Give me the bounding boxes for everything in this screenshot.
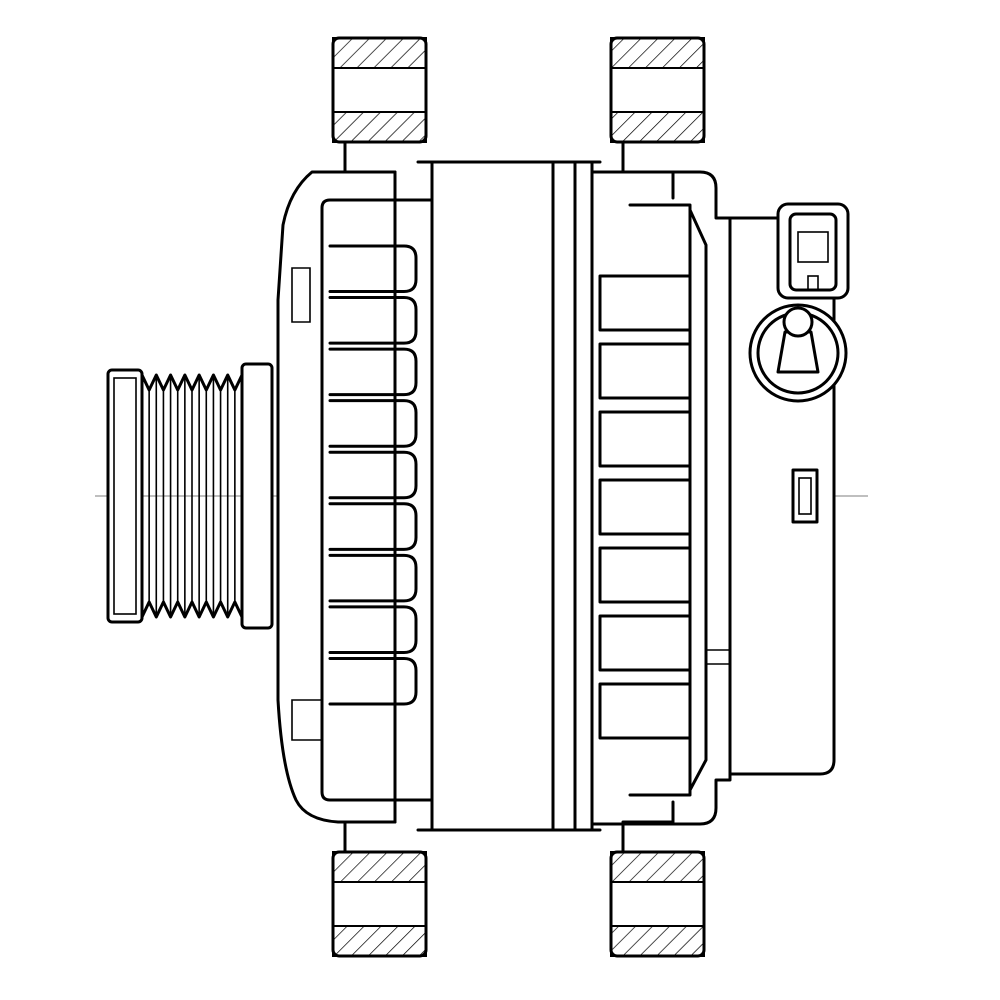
rear-window [598, 342, 692, 400]
front-fin-group [328, 244, 418, 706]
rear-window [598, 478, 692, 536]
connector-plug [776, 202, 850, 300]
rear-window [598, 682, 692, 740]
pulley [106, 362, 274, 630]
front-fin [328, 502, 418, 551]
front-fin [328, 450, 418, 500]
front-fin [328, 656, 418, 706]
front-fin [328, 605, 418, 654]
rear-window [598, 274, 692, 332]
rear-window [598, 410, 692, 468]
side-clip [791, 468, 819, 524]
rear-housing [590, 170, 732, 826]
terminal-stud [748, 303, 848, 403]
rear-window-group [598, 274, 692, 740]
stator-band [416, 160, 602, 832]
front-fin [328, 296, 418, 345]
front-fin [328, 399, 418, 448]
mount-ear [609, 36, 706, 200]
mount-ear [331, 800, 428, 958]
front-fin [328, 347, 418, 397]
front-fin [328, 553, 418, 603]
rear-window [598, 614, 692, 672]
mount-ear-group [331, 36, 706, 958]
rear-window [598, 546, 692, 604]
front-fin [328, 244, 418, 294]
mount-ear [609, 800, 706, 958]
pulley-groove-group [140, 373, 244, 619]
mount-ear [331, 36, 428, 200]
